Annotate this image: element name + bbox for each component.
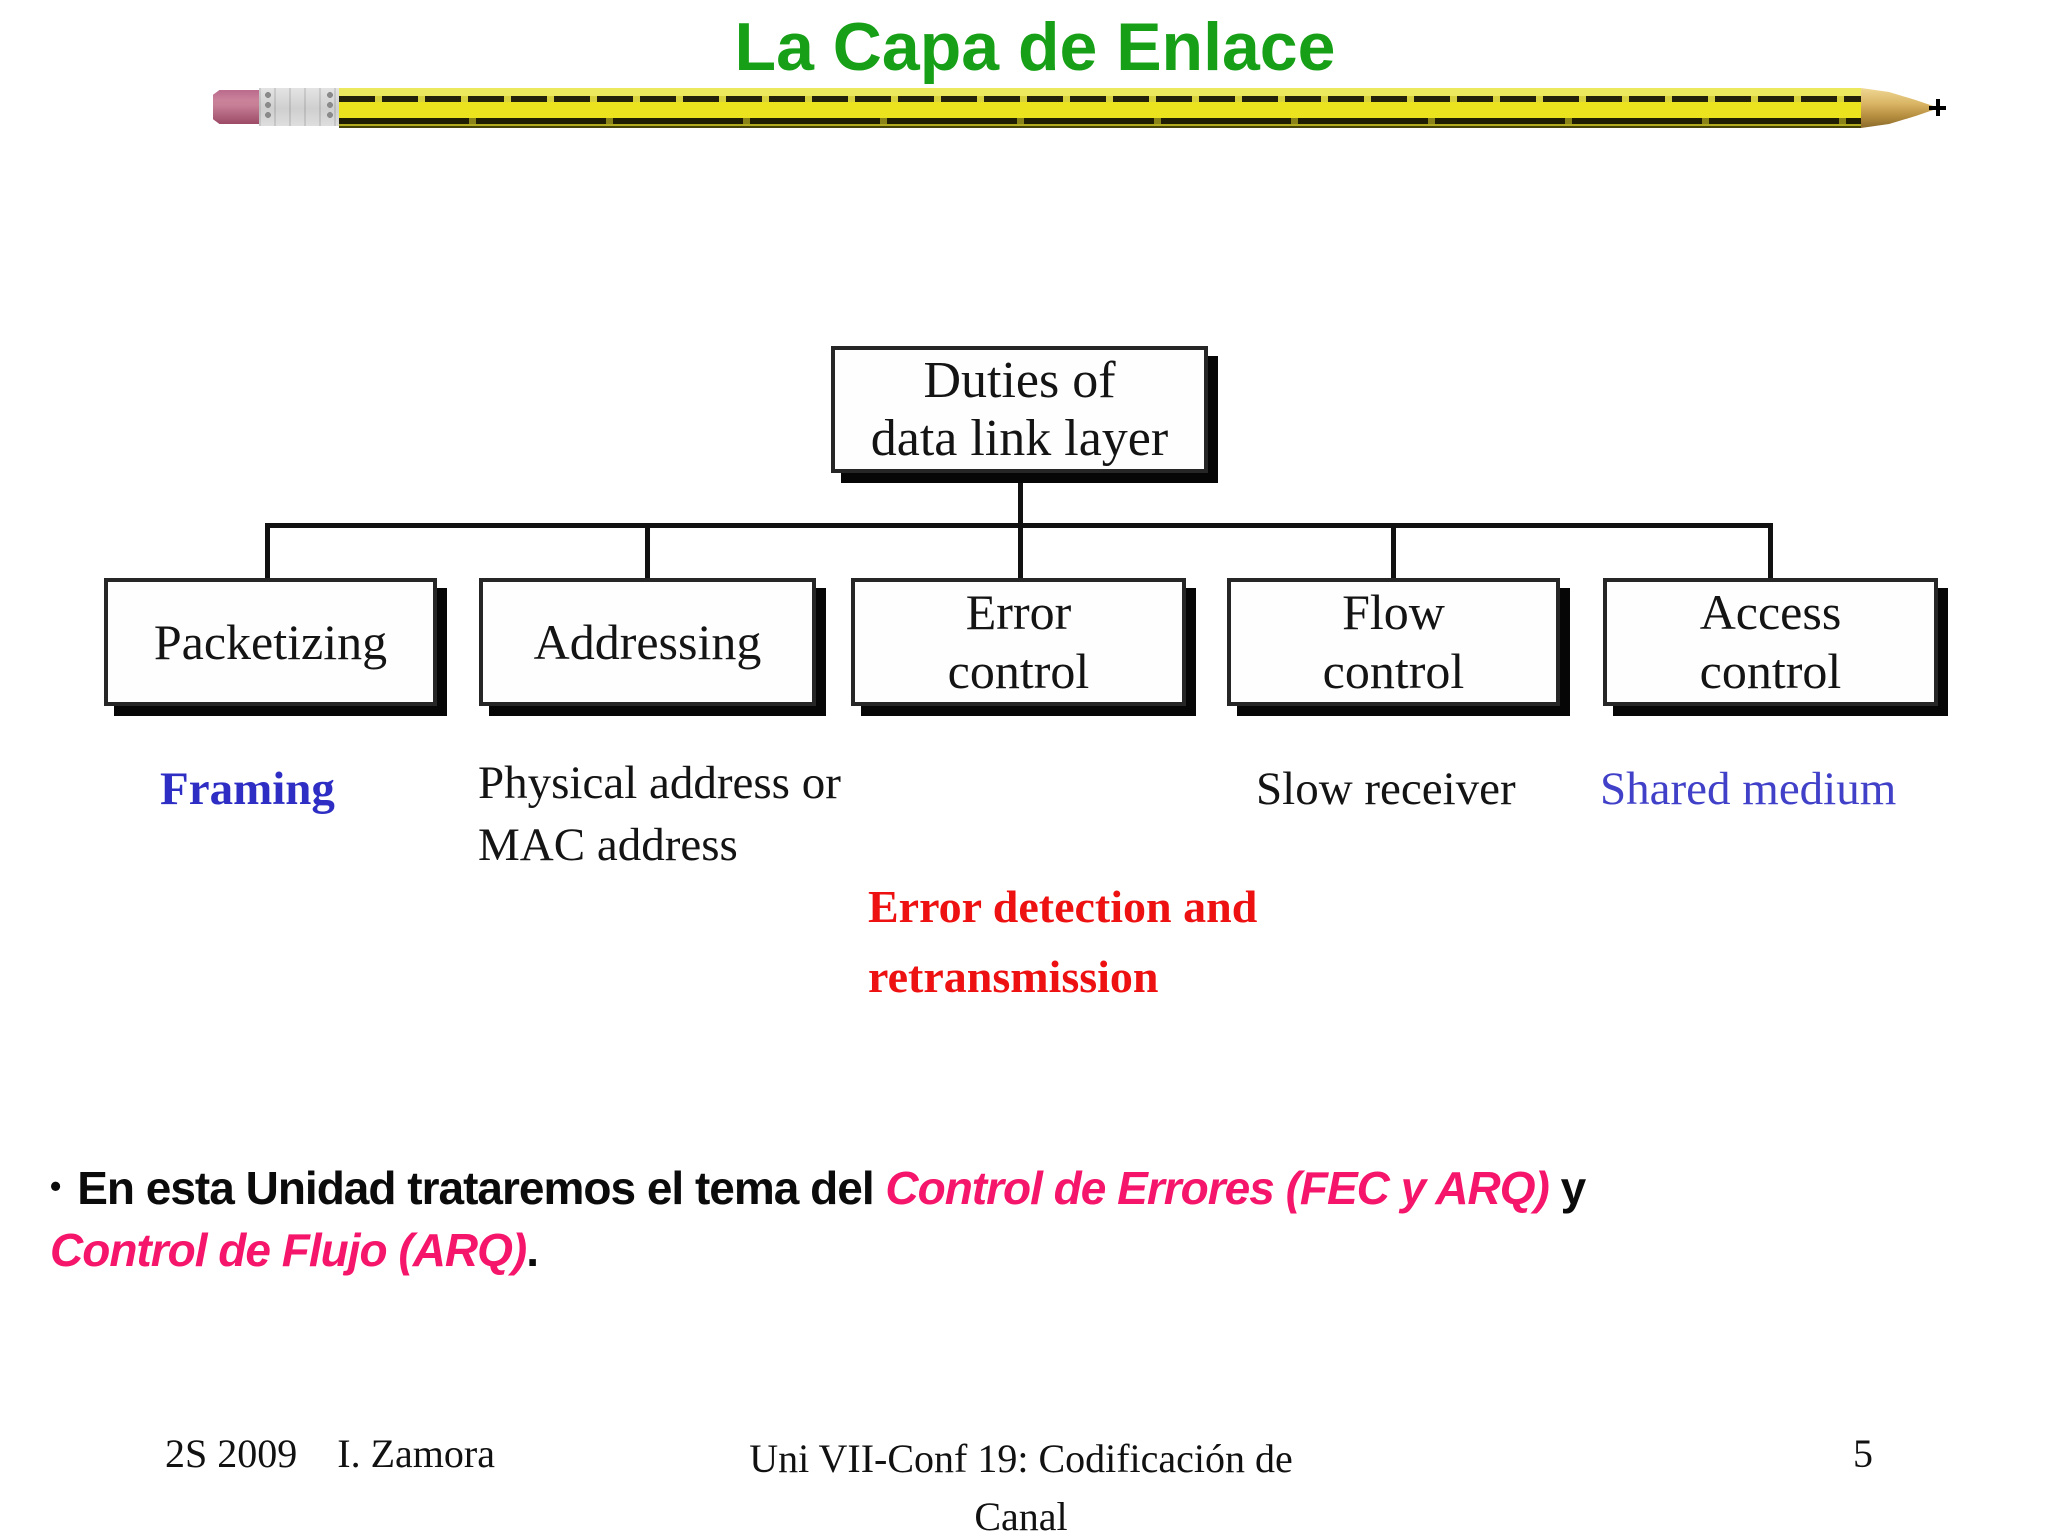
pencil-tip — [1861, 88, 1939, 128]
pencil-stripe — [339, 102, 1861, 118]
connector-drop-addressing — [645, 523, 650, 580]
pencil-eraser — [213, 90, 259, 124]
diagram-box-access-control-line2: control — [1699, 643, 1842, 699]
bullet-text-2: y — [1548, 1162, 1587, 1214]
diagram-box-access-control-line1: Access — [1699, 584, 1842, 640]
connector-drop-packetizing — [265, 523, 270, 580]
diagram-box-duties: Duties of data link layer — [831, 346, 1208, 473]
note-flow-control: Slow receiver — [1256, 763, 1516, 815]
note-addressing-line2: MAC address — [478, 819, 738, 871]
diagram-box-packetizing-label: Packetizing — [153, 613, 388, 670]
footer-lecture-title: Uni VII-Conf 19: Codificación de Canal — [600, 1430, 1442, 1536]
pencil-ferrule — [259, 88, 339, 126]
slide-title: La Capa de Enlace — [734, 9, 1336, 85]
pencil-divider — [213, 88, 1958, 128]
bullet-highlight-flujo: Control de Flujo (ARQ) — [50, 1224, 527, 1276]
note-addressing-line1: Physical address or — [478, 757, 841, 809]
pencil-body — [339, 88, 1861, 128]
connector-drop-access-control — [1768, 523, 1773, 580]
diagram-box-flow-control-line1: Flow — [1342, 584, 1445, 640]
connector-root-vertical — [1018, 471, 1023, 528]
diagram-box-access-control: Access control — [1603, 578, 1938, 706]
diagram-box-addressing: Addressing — [479, 578, 816, 706]
bullet-text-3: . — [526, 1224, 539, 1276]
note-error-control: Error detection and retransmission — [868, 872, 1257, 1012]
bullet-highlight-errores: Control de Errores (FEC y ARQ) — [885, 1162, 1549, 1214]
bullet-text-1: En esta Unidad trataremos el tema del — [77, 1162, 886, 1214]
pencil-stripe — [339, 88, 1861, 96]
note-addressing: Physical address or MAC address — [478, 752, 841, 876]
diagram-box-duties-line2: data link layer — [870, 409, 1169, 467]
connector-drop-flow-control — [1391, 523, 1396, 580]
bullet-line2: Control de Flujo (ARQ). — [50, 1219, 2000, 1281]
diagram-box-error-control-line2: control — [947, 643, 1090, 699]
diagram-box-packetizing: Packetizing — [104, 578, 437, 706]
diagram-box-error-control: Error control — [851, 578, 1186, 706]
diagram-box-addressing-label: Addressing — [533, 613, 762, 670]
footer-lecture-title-line2: Canal — [974, 1494, 1068, 1536]
bullet-paragraph: • En esta Unidad trataremos el tema del C… — [50, 1155, 2000, 1281]
connector-drop-error-control — [1018, 523, 1023, 580]
note-framing: Framing — [160, 763, 335, 815]
pencil-stripe — [339, 118, 1861, 124]
footer-page-number: 5 — [1853, 1431, 1873, 1476]
note-error-control-line2: retransmission — [868, 951, 1159, 1002]
diagram-box-error-control-line1: Error — [965, 584, 1072, 640]
footer-lecture-title-line1: Uni VII-Conf 19: Codificación de — [749, 1436, 1293, 1481]
pencil-tip-crosshair-icon — [1929, 99, 1946, 116]
footer-author: 2S 2009 I. Zamora — [165, 1431, 495, 1476]
diagram-box-flow-control-line2: control — [1322, 643, 1465, 699]
pencil-stripe — [339, 96, 1861, 102]
bullet-line1: • En esta Unidad trataremos el tema del C… — [50, 1155, 2000, 1219]
bullet-marker: • — [50, 1168, 62, 1204]
diagram-box-flow-control: Flow control — [1227, 578, 1560, 706]
note-error-control-line1: Error detection and — [868, 881, 1258, 932]
note-access-control: Shared medium — [1600, 763, 1897, 815]
pencil-stripe — [339, 124, 1861, 128]
diagram-box-duties-line1: Duties of — [923, 351, 1116, 409]
